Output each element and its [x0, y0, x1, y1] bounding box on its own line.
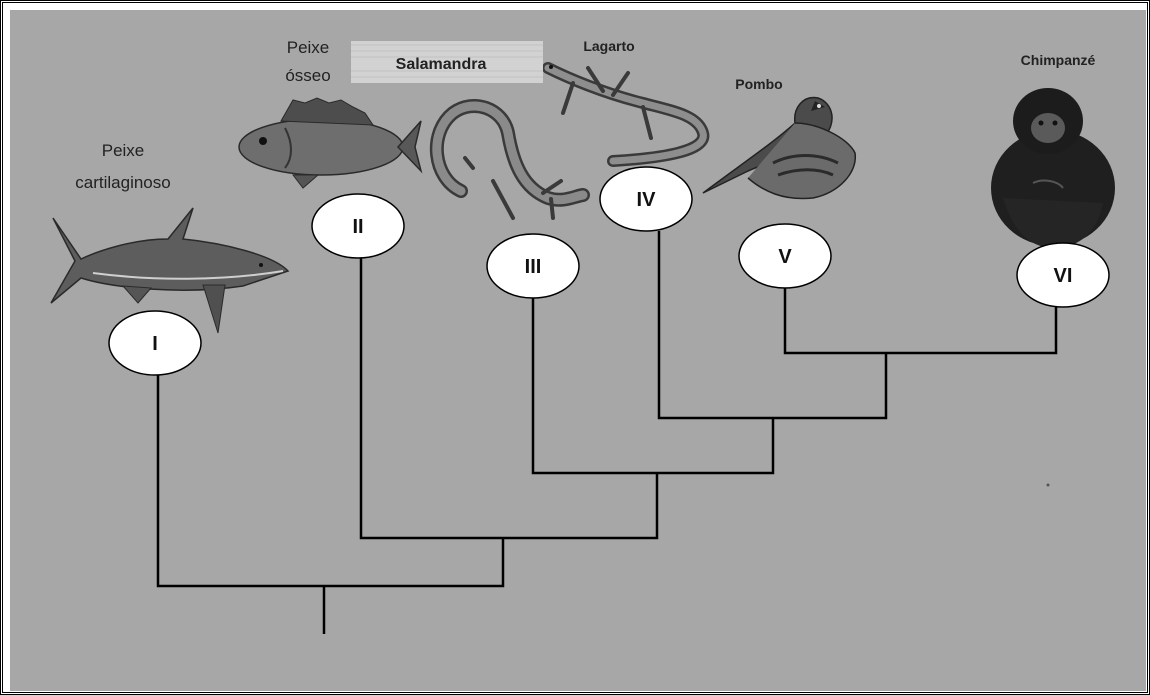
label-bonyfish-line1: Peixe — [287, 38, 330, 57]
lizard-icon — [548, 65, 703, 161]
node-vi: VI — [1017, 243, 1109, 307]
node-i-label: I — [152, 333, 158, 355]
label-shark-line1: Peixe — [102, 141, 145, 160]
diagram-panel: Peixe cartilaginoso Peixe ósseo Salamand… — [10, 10, 1146, 691]
node-i: I — [109, 311, 201, 375]
node-iii-label: III — [525, 256, 542, 278]
label-shark-line2: cartilaginoso — [75, 173, 170, 192]
node-v-label: V — [778, 246, 792, 268]
branch-v-vi — [785, 285, 1056, 353]
node-iv-label: IV — [637, 189, 657, 211]
node-v: V — [739, 224, 831, 288]
salamander-icon — [437, 106, 583, 218]
label-bonyfish-line2: ósseo — [285, 66, 330, 85]
label-lizard: Lagarto — [583, 38, 634, 54]
pigeon-icon — [703, 98, 855, 199]
node-iv: IV — [600, 167, 692, 231]
node-iii: III — [487, 234, 579, 298]
label-salamander: Salamandra — [396, 56, 487, 73]
branch-ii — [361, 258, 657, 538]
speck — [1047, 484, 1050, 487]
label-chimp: Chimpanzé — [1021, 52, 1096, 68]
node-vi-label: VI — [1054, 265, 1073, 287]
branch-iii — [533, 298, 773, 473]
label-pigeon: Pombo — [735, 76, 782, 92]
node-ii-label: II — [352, 216, 363, 238]
chimpanzee-icon — [991, 88, 1115, 248]
branch-i — [158, 375, 503, 586]
cladogram: Peixe cartilaginoso Peixe ósseo Salamand… — [10, 10, 1146, 691]
cladogram-tree — [158, 231, 1056, 634]
node-ii: II — [312, 194, 404, 258]
bony-fish-icon — [239, 98, 421, 188]
